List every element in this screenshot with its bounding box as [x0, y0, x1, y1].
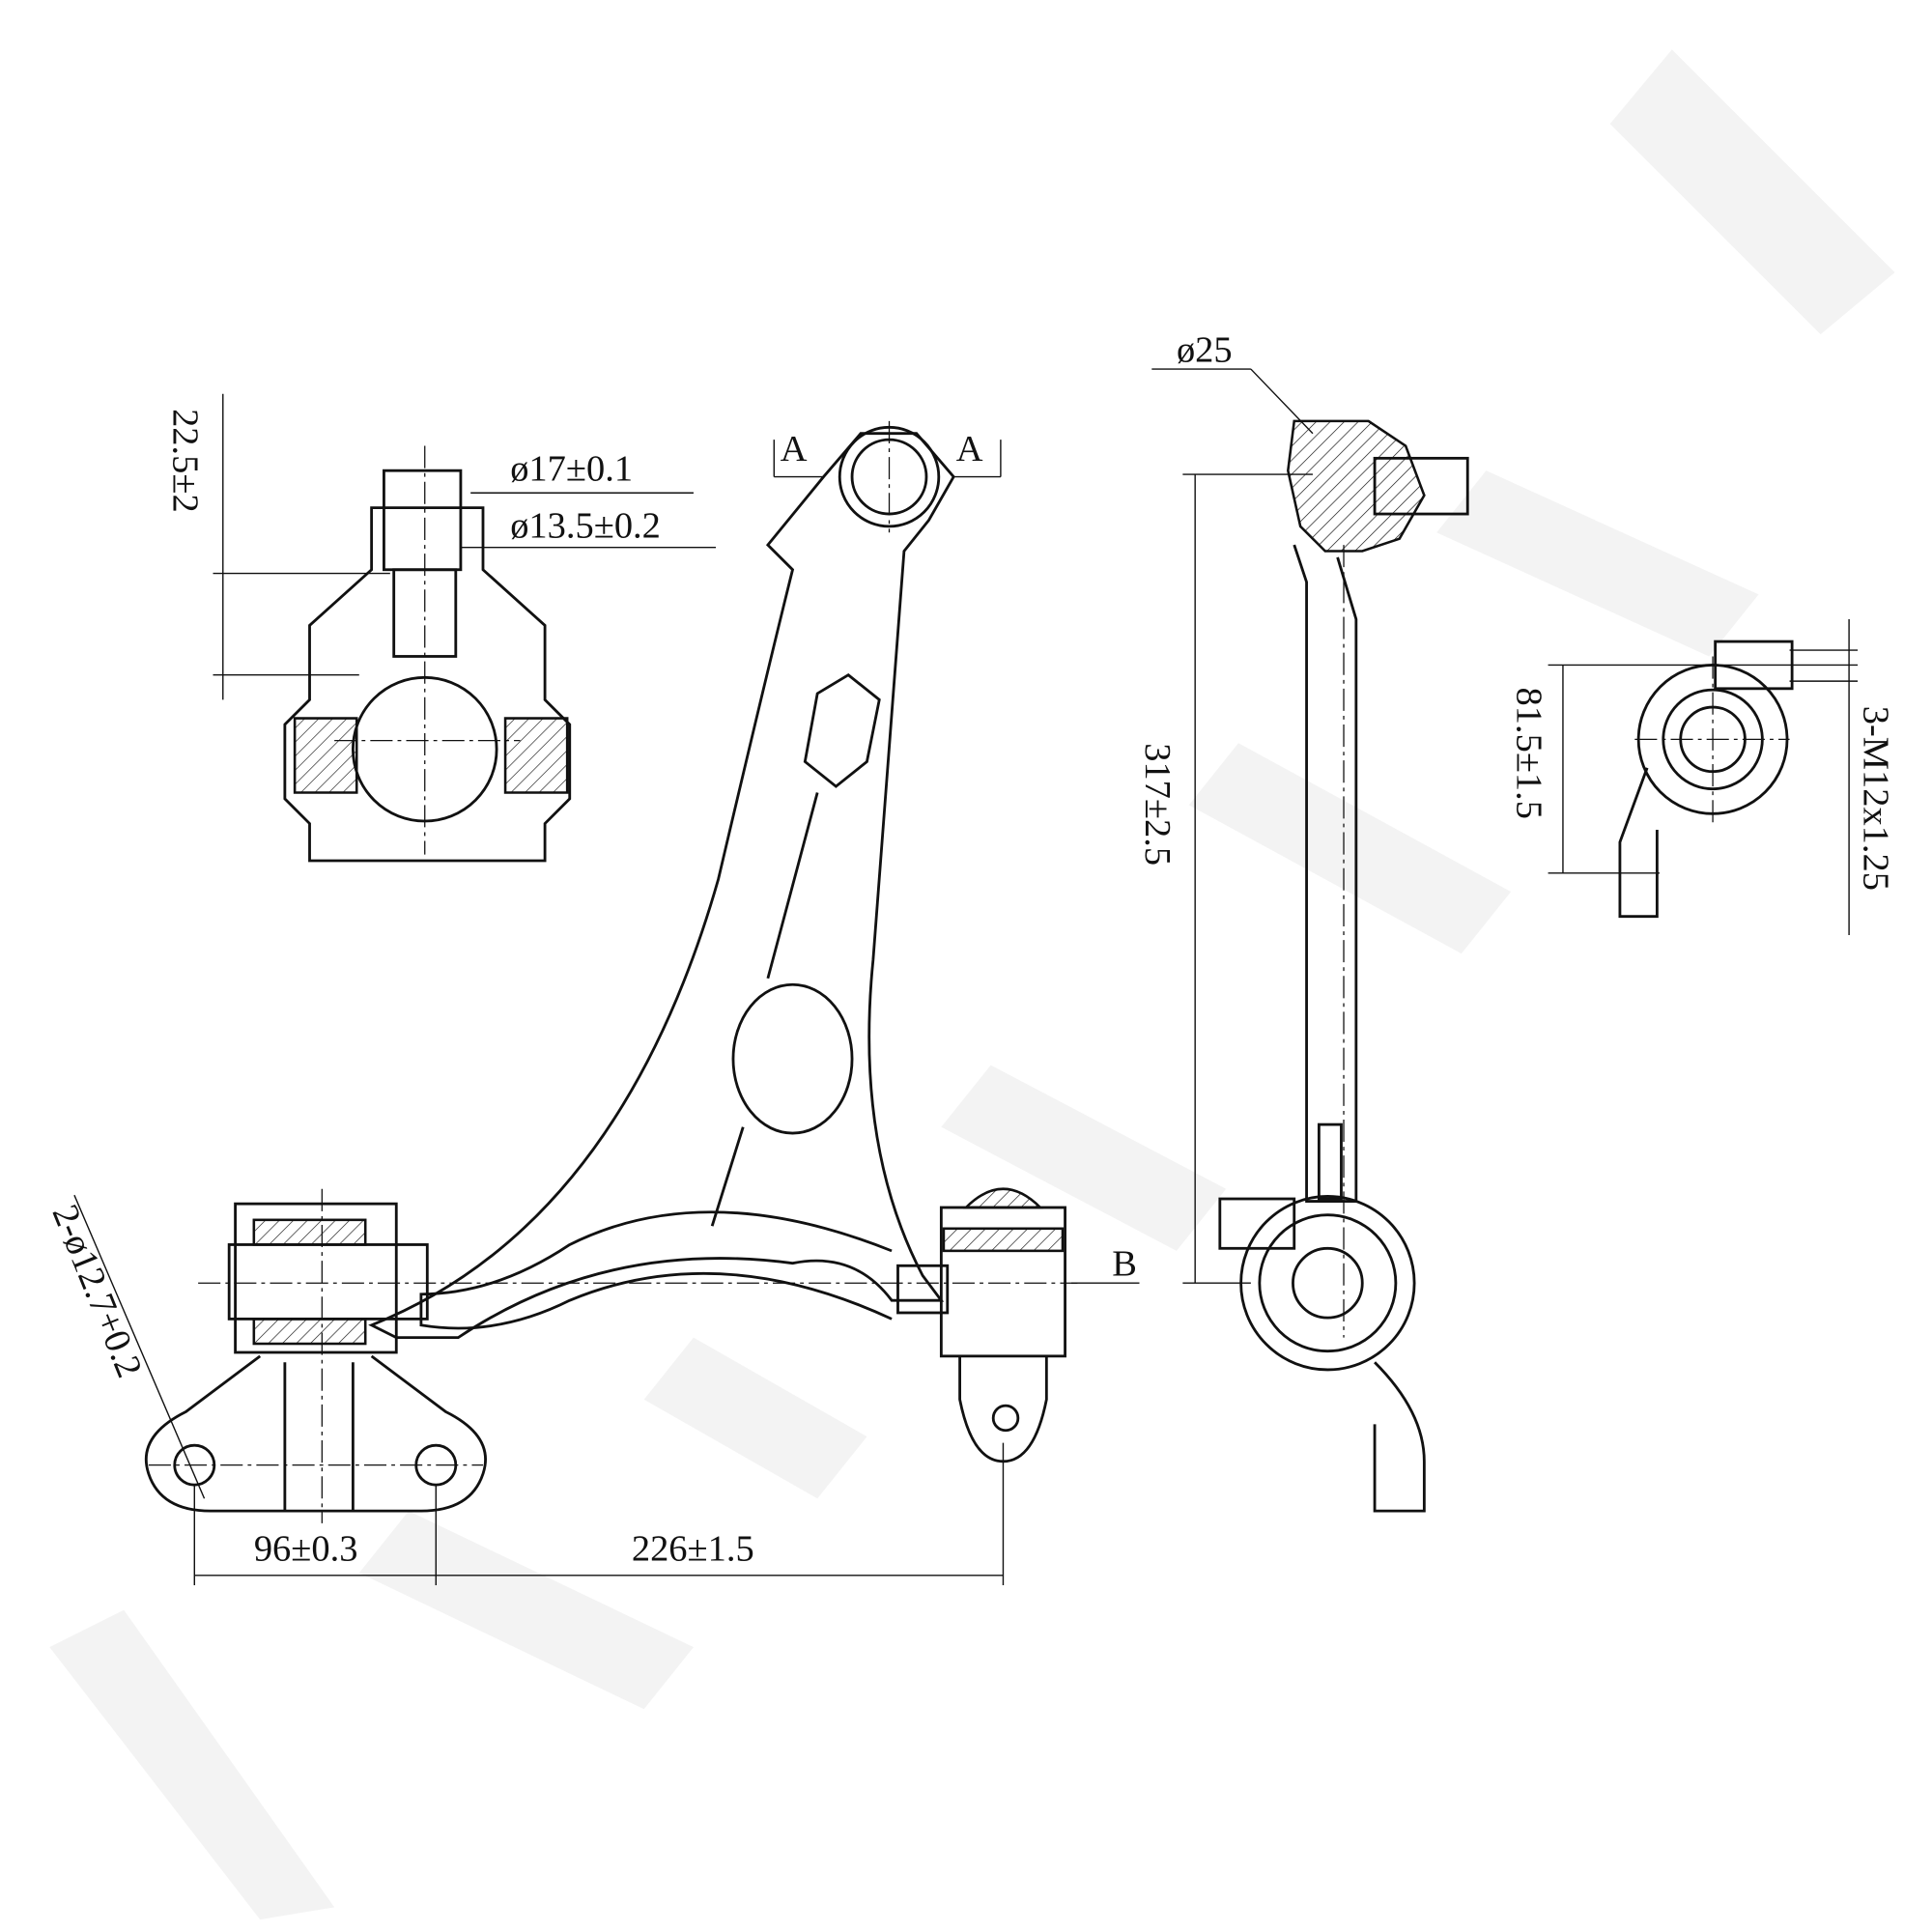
dim-arm-length: 317±2.5	[1137, 743, 1178, 866]
ball-joint-section	[213, 393, 717, 863]
section-mark-a-right: A	[956, 429, 983, 469]
dim-hole-spacing: 96±0.3	[254, 1528, 358, 1569]
section-mark-b: B	[1112, 1244, 1137, 1285]
dim-ball-joint-height: 22.5±2	[164, 409, 205, 513]
watermark	[49, 49, 1895, 1920]
dim-stud-dia-2: ø13.5±0.2	[510, 505, 661, 546]
section-mark-a-left: A	[781, 429, 808, 469]
bottom-dimension-lines	[73, 1194, 1005, 1586]
dim-stud-dia-1: ø17±0.1	[510, 448, 633, 489]
dim-bushing-height: 81.5±1.5	[1509, 688, 1549, 819]
control-arm-main-view	[144, 420, 1078, 1523]
dim-thread: 3-M12x1.25	[1855, 706, 1895, 891]
control-arm-side-view	[1151, 368, 1469, 1513]
dim-hole-dia: 2-ø12.7+0.2	[44, 1199, 150, 1382]
bushing-detail-view	[1548, 619, 1859, 935]
dim-pivot-distance: 226±1.5	[632, 1528, 754, 1569]
dim-ball-dia: ø25	[1177, 329, 1233, 370]
